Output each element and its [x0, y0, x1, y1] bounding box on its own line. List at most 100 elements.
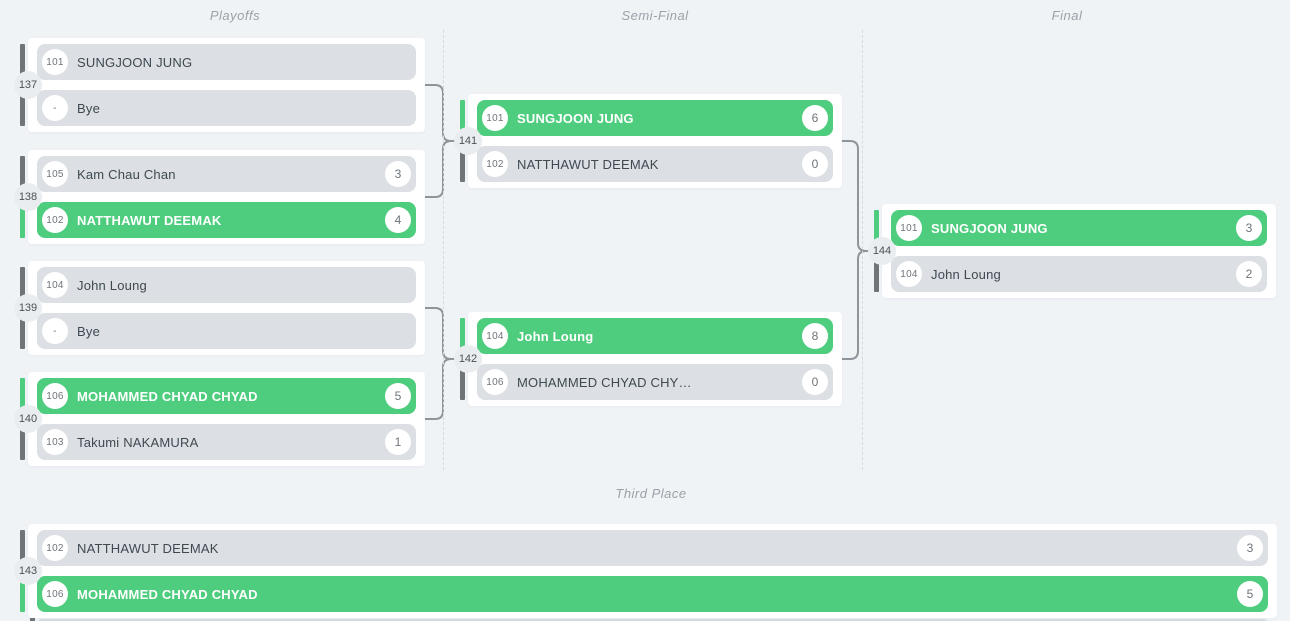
player-name: John Loung — [931, 266, 1001, 282]
player-row[interactable]: 101 SUNGJOON JUNG — [37, 44, 416, 80]
player-row[interactable]: 105 Kam Chau Chan 3 — [37, 156, 416, 192]
player-row-winner[interactable]: 104 John Loung 8 — [477, 318, 833, 354]
score-badge: 6 — [802, 105, 828, 131]
score-badge: 3 — [1237, 535, 1263, 561]
player-name: Bye — [77, 323, 101, 339]
player-row-winner[interactable]: 101 SUNGJOON JUNG 6 — [477, 100, 833, 136]
player-row-winner[interactable]: 106 MOHAMMED CHYAD CHYAD 5 — [37, 378, 416, 414]
match-card-background: 105 Kam Chau Chan 3 102 NATTHAWUT DEEMAK… — [28, 150, 425, 244]
player-name: John Loung — [77, 277, 147, 293]
seed-badge: 105 — [42, 161, 68, 187]
player-name: SUNGJOON JUNG — [77, 54, 193, 70]
round-header-final: Final — [1051, 8, 1083, 23]
match-card-background: 102 NATTHAWUT DEEMAK 3 106 MOHAMMED CHYA… — [28, 524, 1277, 618]
player-status-bar — [460, 364, 465, 400]
match-number-badge: 138 — [14, 183, 42, 211]
player-name: John Loung — [517, 328, 594, 344]
player-status-bar — [20, 44, 25, 80]
match-card-background: 104 John Loung - Bye — [28, 261, 425, 355]
player-name: MOHAMMED CHYAD CHY… — [517, 374, 692, 390]
seed-badge: 102 — [482, 151, 508, 177]
seed-badge: 106 — [42, 581, 68, 607]
score-badge: 5 — [1237, 581, 1263, 607]
seed-badge: 104 — [42, 272, 68, 298]
round-divider — [862, 30, 863, 470]
score-badge: 2 — [1236, 261, 1262, 287]
match-number-badge: 139 — [14, 294, 42, 322]
player-name: NATTHAWUT DEEMAK — [517, 156, 659, 172]
next-match-bar-cutoff — [30, 618, 35, 621]
seed-badge: 106 — [482, 369, 508, 395]
match-number-badge: 141 — [454, 127, 482, 155]
player-row-winner[interactable]: 102 NATTHAWUT DEEMAK 4 — [37, 202, 416, 238]
seed-badge: 103 — [42, 429, 68, 455]
score-badge: 0 — [802, 151, 828, 177]
player-status-bar-winner — [874, 210, 879, 246]
seed-badge: 101 — [896, 215, 922, 241]
player-name: Bye — [77, 100, 101, 116]
player-status-bar — [20, 530, 25, 566]
seed-badge: - — [42, 95, 68, 121]
player-status-bar — [20, 90, 25, 126]
player-status-bar-winner — [460, 100, 465, 136]
seed-badge: 104 — [896, 261, 922, 287]
seed-badge: 102 — [42, 535, 68, 561]
player-name: SUNGJOON JUNG — [517, 110, 634, 126]
round-header-semi-final: Semi-Final — [621, 8, 689, 23]
round-divider — [443, 30, 444, 470]
score-badge: 5 — [385, 383, 411, 409]
round-header-third-place: Third Place — [615, 486, 687, 501]
seed-badge: 101 — [482, 105, 508, 131]
score-badge: 0 — [802, 369, 828, 395]
next-match-row-cutoff — [38, 619, 1267, 621]
seed-badge: 106 — [42, 383, 68, 409]
player-name: Takumi NAKAMURA — [77, 434, 199, 450]
seed-badge: - — [42, 318, 68, 344]
player-row[interactable]: - Bye — [37, 90, 416, 126]
player-name: MOHAMMED CHYAD CHYAD — [77, 586, 258, 602]
player-status-bar — [20, 156, 25, 192]
player-row[interactable]: 106 MOHAMMED CHYAD CHY… 0 — [477, 364, 833, 400]
player-row[interactable]: 104 John Loung 2 — [891, 256, 1267, 292]
player-status-bar-winner — [460, 318, 465, 354]
player-status-bar — [20, 267, 25, 303]
match-number-badge: 142 — [454, 345, 482, 373]
match-number-badge: 137 — [14, 71, 42, 99]
seed-badge: 104 — [482, 323, 508, 349]
match-card-background: 106 MOHAMMED CHYAD CHYAD 5 103 Takumi NA… — [28, 372, 425, 466]
match-number-badge: 144 — [868, 237, 896, 265]
match-card-background: 101 SUNGJOON JUNG 3 104 John Loung 2 — [882, 204, 1276, 298]
player-status-bar — [20, 424, 25, 460]
score-badge: 8 — [802, 323, 828, 349]
player-status-bar-winner — [20, 576, 25, 612]
match-number-badge: 143 — [14, 557, 42, 585]
player-row-winner[interactable]: 101 SUNGJOON JUNG 3 — [891, 210, 1267, 246]
player-row[interactable]: 102 NATTHAWUT DEEMAK 3 — [37, 530, 1268, 566]
round-header-playoffs: Playoffs — [209, 8, 261, 23]
seed-badge: 102 — [42, 207, 68, 233]
player-row[interactable]: 102 NATTHAWUT DEEMAK 0 — [477, 146, 833, 182]
player-name: Kam Chau Chan — [77, 166, 176, 182]
player-row-winner[interactable]: 106 MOHAMMED CHYAD CHYAD 5 — [37, 576, 1268, 612]
player-row[interactable]: 103 Takumi NAKAMURA 1 — [37, 424, 416, 460]
match-card-background: 101 SUNGJOON JUNG 6 102 NATTHAWUT DEEMAK… — [468, 94, 842, 188]
player-name: NATTHAWUT DEEMAK — [77, 212, 222, 228]
score-badge: 4 — [385, 207, 411, 233]
player-name: MOHAMMED CHYAD CHYAD — [77, 388, 258, 404]
score-badge: 1 — [385, 429, 411, 455]
seed-badge: 101 — [42, 49, 68, 75]
player-row[interactable]: 104 John Loung — [37, 267, 416, 303]
score-badge: 3 — [385, 161, 411, 187]
match-number-badge: 140 — [14, 405, 42, 433]
score-badge: 3 — [1236, 215, 1262, 241]
player-row[interactable]: - Bye — [37, 313, 416, 349]
player-status-bar — [460, 146, 465, 182]
player-status-bar-winner — [20, 202, 25, 238]
player-name: NATTHAWUT DEEMAK — [77, 540, 219, 556]
match-card-background: 104 John Loung 8 106 MOHAMMED CHYAD CHY…… — [468, 312, 842, 406]
player-status-bar — [874, 256, 879, 292]
match-card-background: 101 SUNGJOON JUNG - Bye — [28, 38, 425, 132]
player-status-bar — [20, 313, 25, 349]
player-status-bar-winner — [20, 378, 25, 414]
